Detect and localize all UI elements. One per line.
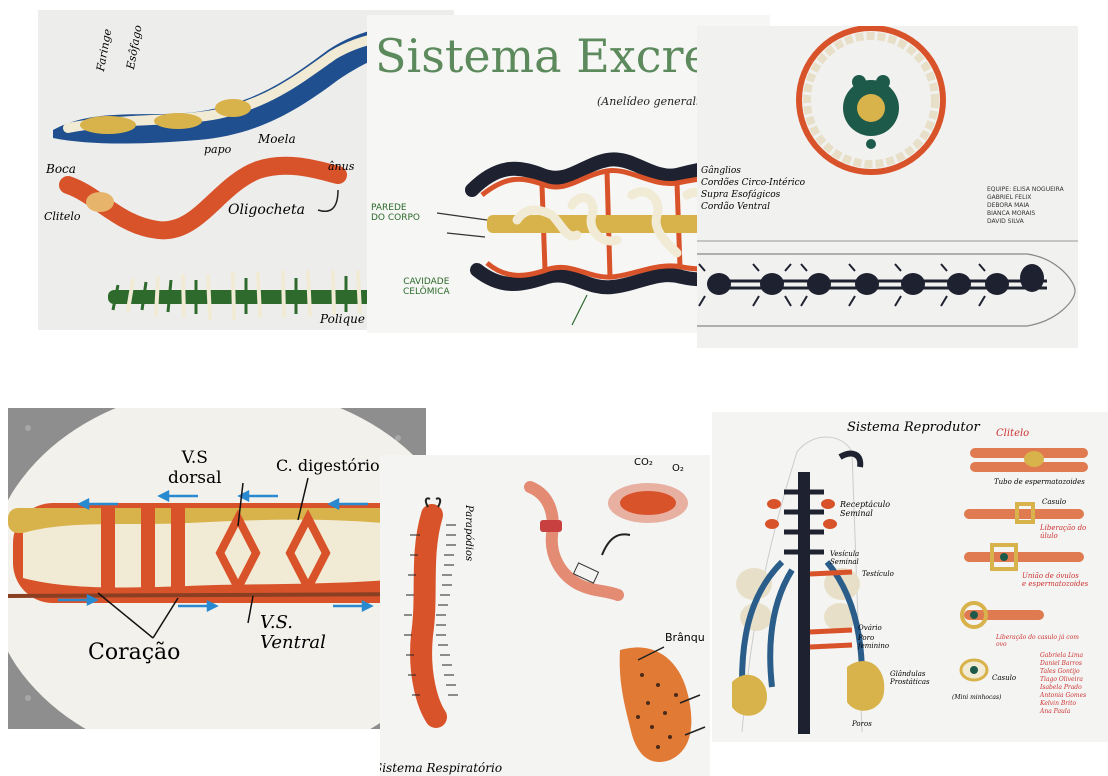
photo-reproductive-system: Sistema Reprodutor Clitelo Tubo de esper… (712, 412, 1108, 742)
label-liberacao-2: Liberação do casulo já com ovo (996, 634, 1079, 648)
team-names: EQUIPE: ELISA NOGUEIRA GABRIEL FELIX DEB… (987, 186, 1064, 226)
label-testiculo: Testículo (862, 570, 894, 578)
label-cordoes: Cordões Circo-Intérico (701, 178, 805, 188)
cross-section-vessel (852, 75, 866, 89)
cross-section-nerve (866, 139, 876, 149)
label-anus: ânus (328, 160, 354, 173)
gizzard-shape (215, 99, 251, 117)
pink-worm-band (540, 520, 562, 532)
label-o2: O₂ (672, 463, 684, 474)
label-co2: CO₂ (634, 457, 653, 468)
reproductive-title: Sistema Reprodutor (847, 420, 980, 435)
label-cavidade-celomica: CAVIDADE CELÔMICA (403, 277, 450, 297)
label-poliqueta: Polique (320, 312, 365, 326)
label-glandulas: Glândulas Prostáticas (890, 670, 930, 686)
label-minhocas: (Mini minhocas) (952, 694, 1001, 701)
label-moela: Moela (258, 132, 296, 146)
ventral-vessel (8, 594, 426, 596)
label-poros: Poros (852, 720, 872, 728)
label-clitelo: Clitelo (44, 210, 81, 223)
label-receptaculo: Receptáculo Seminal (840, 500, 890, 518)
photo-respiratory-system: Parapódios CO₂ O₂ Brânqu Sistema Respira… (380, 455, 710, 776)
label-casulo-2: Casulo (992, 674, 1016, 682)
cross-section-lumen (857, 94, 885, 122)
label-parede-do-corpo: PAREDE DO CORPO (371, 203, 420, 223)
crop-shape (154, 113, 202, 129)
label-parapodios: Parapódios (463, 505, 474, 561)
label-branquias: Brânqu (665, 631, 705, 644)
photo-circulatory-system: V.S dorsal C. digestório Coração V.S. Ve… (8, 408, 426, 729)
label-vs-ventral: V.S. Ventral (260, 613, 326, 653)
label-uniao: União de óvulos e espermatozoides (1022, 572, 1088, 588)
label-oligocheta: Oligocheta (228, 202, 305, 218)
label-coracao: Coração (88, 640, 180, 665)
label-ganglios: Gânglios (701, 166, 741, 176)
cross-section-vessel-2 (876, 75, 890, 89)
respiratory-title: Sistema Respiratório (380, 761, 502, 775)
label-papo: papo (204, 143, 231, 156)
label-vesicula: Vesícula Seminal (830, 550, 859, 566)
label-vs-dorsal: V.S dorsal (168, 448, 222, 488)
label-casulo-1: Casulo (1042, 498, 1066, 506)
label-liberacao: Liberação do úlulo (1040, 524, 1086, 540)
photo-nervous-system: Gânglios Cordões Circo-Intérico Supra Es… (697, 26, 1078, 348)
label-supra: Supra Esofágicos (701, 190, 780, 200)
clitellum-shape (86, 192, 114, 212)
student-names: Gabriela Lima Daniel Barros Tales Gontij… (1040, 652, 1086, 716)
polychaete-worm (421, 515, 436, 717)
pharynx-shape (80, 116, 136, 134)
capsule-inner (620, 491, 676, 515)
label-ovario: Ovário (858, 624, 882, 632)
photo-respiratory-canvas (380, 455, 710, 776)
label-c-digestorio: C. digestório (276, 456, 380, 475)
label-poro: Poro feminino (858, 634, 889, 650)
label-ventral: Cordão Ventral (701, 202, 770, 212)
label-boca: Boca (46, 162, 76, 176)
label-tubo: Tubo de espermatozoides (994, 478, 1085, 486)
label-clitelo-6: Clitelo (996, 428, 1029, 439)
